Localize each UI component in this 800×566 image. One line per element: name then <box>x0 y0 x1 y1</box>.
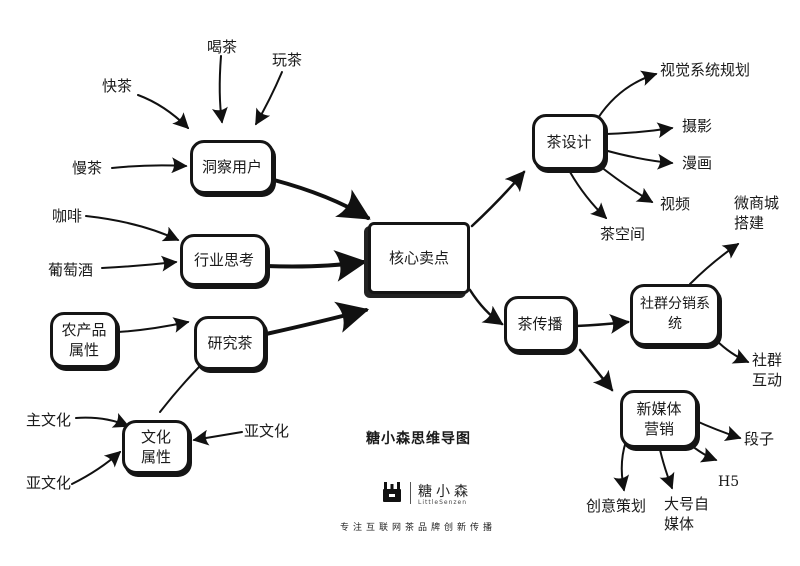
arrow-industry-core <box>264 250 368 282</box>
research-node: 研究茶 <box>207 334 253 352</box>
leaf-photo: 摄影 <box>682 117 713 135</box>
arrow-design-visual <box>597 70 658 119</box>
community-box <box>630 284 720 346</box>
leaf-tea-space: 茶空间 <box>600 225 646 243</box>
brand-name-en: LittleSenzen <box>418 499 468 506</box>
arrow-putaojiu-industry <box>101 255 178 272</box>
core-node: 核心卖点 <box>388 249 449 267</box>
insight-node: 洞察用户 <box>201 158 262 176</box>
arrow-hecha-insight <box>211 55 228 124</box>
brand-slogan: 专注互联网茶品牌创新传播 <box>340 523 497 533</box>
leaf-creative: 创意策划 <box>586 497 647 515</box>
arrow-kuaicha-insight <box>137 94 190 130</box>
tea-design-box <box>532 114 606 170</box>
arrow-insight-core <box>272 178 371 220</box>
leaf-h5: H5 <box>718 474 740 490</box>
core-box <box>368 222 470 294</box>
industry-box <box>180 234 268 286</box>
arrow-wancha-insight <box>255 71 283 126</box>
leaf-community-interact: 社群互动 <box>752 351 783 389</box>
community-node: 社群分销系统 <box>640 296 710 332</box>
agri-box <box>50 312 118 368</box>
tea-spread-node: 茶传播 <box>517 315 563 333</box>
research-box <box>194 316 266 370</box>
arrow-design-video <box>595 162 654 203</box>
brand-logo-icon <box>383 482 401 502</box>
arrow-zhuwenhua-culture <box>75 412 130 428</box>
arrow-yawenhua-right-culture <box>192 429 243 446</box>
arrow-research-core <box>264 301 370 336</box>
brand-divider <box>410 482 411 504</box>
arrow-core-spread <box>468 288 504 326</box>
diagram-title: 糖小森思维导图 <box>366 431 471 447</box>
arrow-spread-community <box>574 313 630 334</box>
leaf-wancha: 玩茶 <box>272 51 303 69</box>
leaf-yawenhua-left: 亚文化 <box>26 474 72 492</box>
leaf-kafei: 咖啡 <box>52 207 83 225</box>
arrow-newmedia-duanzi <box>693 419 742 442</box>
arrow-design-photo <box>605 122 674 139</box>
leaf-mancha: 慢茶 <box>72 159 103 177</box>
leaf-visual: 视觉系统规划 <box>660 61 751 79</box>
leaf-zhuwenhua: 主文化 <box>26 411 72 429</box>
new-media-node: 新媒体营销 <box>636 400 682 438</box>
leaf-kuaicha: 快茶 <box>102 77 133 95</box>
leaf-comic: 漫画 <box>682 154 713 172</box>
leaf-weishop: 微商城搭建 <box>734 194 780 232</box>
agri-node: 农产品属性 <box>61 321 107 359</box>
arrow-design-teaspace <box>569 171 608 220</box>
arrow-mancha-insight <box>111 157 188 174</box>
arrow-community-weishop <box>689 243 740 285</box>
culture-box <box>122 420 190 474</box>
arrow-spread-newmedia <box>578 348 614 392</box>
brand-name: 糖小森 <box>418 484 472 500</box>
arrow-community-interact <box>715 339 750 364</box>
arrow-yawenhua-left-culture <box>71 450 122 485</box>
tea-design-node: 茶设计 <box>546 133 592 151</box>
insight-box <box>190 140 274 194</box>
tea-spread-box <box>504 296 576 352</box>
industry-node: 行业思考 <box>193 251 254 269</box>
leaf-duanzi: 段子 <box>744 430 775 448</box>
arrow-kafei-industry <box>85 215 180 242</box>
new-media-box <box>620 390 698 448</box>
leaf-yawenhua-right: 亚文化 <box>244 422 290 440</box>
culture-node: 文化属性 <box>140 428 171 466</box>
leaf-putaojiu: 葡萄酒 <box>48 261 94 279</box>
leaf-hecha: 喝茶 <box>207 38 238 56</box>
arrow-agri-research <box>117 317 190 333</box>
leaf-bigv: 大号自媒体 <box>664 495 710 533</box>
leaf-video: 视频 <box>660 195 691 213</box>
arrow-core-design <box>470 170 526 228</box>
arrow-design-comic <box>603 149 674 170</box>
